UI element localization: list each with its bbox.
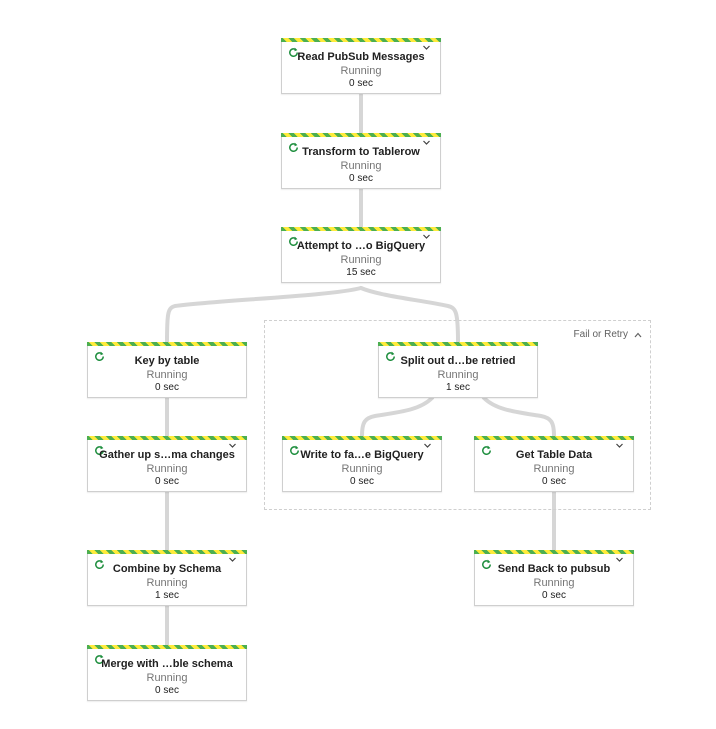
step-get-table-data[interactable]: Get Table Data Running 0 sec: [474, 436, 634, 492]
step-split-out-retried[interactable]: Split out d…be retried Running 1 sec: [378, 342, 538, 398]
step-status: Running: [146, 463, 188, 475]
step-send-back-to-pubsub[interactable]: Send Back to pubsub Running 0 sec: [474, 550, 634, 606]
running-refresh-icon: [289, 142, 298, 152]
step-title: Split out d…be retried: [400, 355, 516, 367]
step-status: Running: [533, 463, 575, 475]
running-refresh-icon: [95, 445, 104, 455]
step-title: Write to fa…e BigQuery: [300, 449, 424, 461]
step-status: Running: [340, 65, 382, 77]
group-label: Fail or Retry: [573, 329, 628, 340]
step-attempt-bigquery[interactable]: Attempt to …o BigQuery Running 15 sec: [281, 227, 441, 283]
connector-attempt-split: [359, 286, 460, 344]
status-stripe: [87, 645, 247, 649]
step-status: Running: [340, 254, 382, 266]
connector-split-get: [482, 396, 556, 438]
chevron-down-icon[interactable]: [422, 232, 431, 241]
step-title: Attempt to …o BigQuery: [296, 240, 426, 252]
status-stripe: [474, 550, 634, 554]
step-time: 0 sec: [155, 476, 179, 487]
step-title: Combine by Schema: [112, 563, 222, 575]
running-refresh-icon: [95, 351, 104, 361]
status-stripe: [282, 436, 442, 440]
step-status: Running: [340, 160, 382, 172]
step-status: Running: [146, 672, 188, 684]
step-read-pubsub-messages[interactable]: Read PubSub Messages Running 0 sec: [281, 38, 441, 94]
step-title: Merge with …ble schema: [101, 658, 233, 670]
running-refresh-icon: [95, 559, 104, 569]
step-time: 1 sec: [155, 590, 179, 601]
running-refresh-icon: [290, 445, 299, 455]
step-status: Running: [146, 369, 188, 381]
chevron-down-icon[interactable]: [228, 555, 237, 564]
step-status: Running: [146, 577, 188, 589]
step-transform-to-tablerow[interactable]: Transform to Tablerow Running 0 sec: [281, 133, 441, 189]
step-title: Send Back to pubsub: [497, 563, 611, 575]
step-title: Get Table Data: [515, 449, 593, 461]
connector-split-write: [360, 396, 434, 438]
step-time: 0 sec: [349, 78, 373, 89]
step-title: Transform to Tablerow: [302, 146, 420, 158]
step-gather-schema-changes[interactable]: Gather up s…ma changes Running 0 sec: [87, 436, 247, 492]
step-combine-by-schema[interactable]: Combine by Schema Running 1 sec: [87, 550, 247, 606]
step-title: Gather up s…ma changes: [99, 449, 235, 461]
running-refresh-icon: [289, 236, 298, 246]
step-time: 15 sec: [346, 267, 376, 278]
step-time: 0 sec: [350, 476, 374, 487]
status-stripe: [281, 38, 441, 42]
step-time: 0 sec: [542, 476, 566, 487]
running-refresh-icon: [386, 351, 395, 361]
step-status: Running: [533, 577, 575, 589]
chevron-down-icon[interactable]: [422, 138, 431, 147]
chevron-down-icon[interactable]: [228, 441, 237, 450]
group-header[interactable]: Fail or Retry: [574, 329, 642, 340]
fail-or-retry-group: Fail or Retry: [264, 320, 651, 510]
running-refresh-icon: [95, 654, 104, 664]
chevron-down-icon[interactable]: [615, 555, 624, 564]
step-title: Read PubSub Messages: [297, 51, 425, 63]
chevron-down-icon[interactable]: [423, 441, 432, 450]
status-stripe: [87, 550, 247, 554]
chevron-down-icon[interactable]: [422, 43, 431, 52]
status-stripe: [281, 227, 441, 231]
status-stripe: [378, 342, 538, 346]
step-key-by-table[interactable]: Key by table Running 0 sec: [87, 342, 247, 398]
chevron-up-icon[interactable]: [634, 331, 642, 339]
step-time: 0 sec: [155, 382, 179, 393]
connector-attempt-key: [165, 286, 363, 344]
step-time: 1 sec: [446, 382, 470, 393]
status-stripe: [87, 436, 247, 440]
status-stripe: [474, 436, 634, 440]
status-stripe: [281, 133, 441, 137]
step-status: Running: [341, 463, 383, 475]
step-time: 0 sec: [349, 173, 373, 184]
running-refresh-icon: [289, 47, 298, 57]
step-status: Running: [437, 369, 479, 381]
step-title: Key by table: [134, 355, 200, 367]
chevron-down-icon[interactable]: [615, 441, 624, 450]
step-merge-with-table-schema[interactable]: Merge with …ble schema Running 0 sec: [87, 645, 247, 701]
status-stripe: [87, 342, 247, 346]
step-time: 0 sec: [542, 590, 566, 601]
step-time: 0 sec: [155, 685, 179, 696]
running-refresh-icon: [482, 445, 491, 455]
running-refresh-icon: [482, 559, 491, 569]
step-write-to-failed-bigquery[interactable]: Write to fa…e BigQuery Running 0 sec: [282, 436, 442, 492]
